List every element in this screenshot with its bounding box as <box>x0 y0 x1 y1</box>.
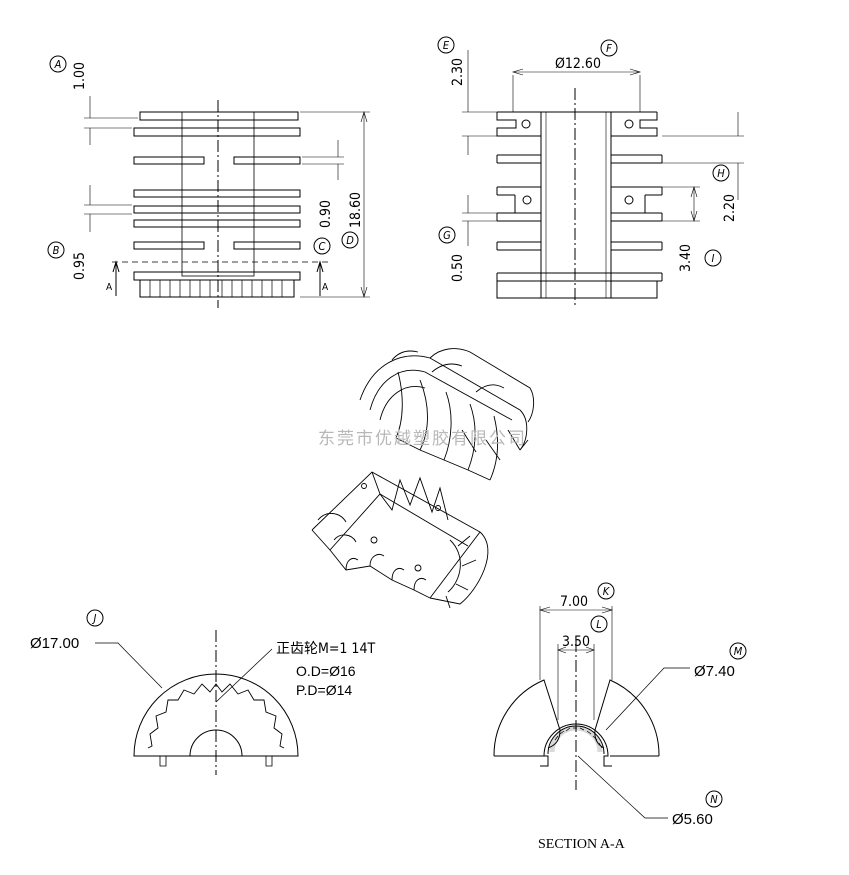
dim-g-value: 0.50 <box>450 254 466 282</box>
section-mark-left: A <box>106 282 113 293</box>
gear-diameter: Ø17.00 <box>30 635 79 652</box>
label-b: B <box>53 244 60 257</box>
section-a-a-view <box>493 582 747 819</box>
section-title: SECTION A-A <box>538 837 626 852</box>
gear-pd: P.D=Ø14 <box>296 682 352 698</box>
label-m: M <box>734 645 743 658</box>
dim-c-value: 0.90 <box>318 200 334 228</box>
isometric-view <box>311 348 535 609</box>
section-mark-right: A <box>322 282 329 293</box>
dim-k-value: 7.00 <box>560 594 588 610</box>
gear-od: O.D=Ø16 <box>296 663 356 679</box>
label-a: A <box>54 58 62 71</box>
view-b-elevation <box>437 36 744 308</box>
view-a-elevation <box>47 55 370 308</box>
label-l: L <box>596 618 602 631</box>
label-e: E <box>443 39 450 52</box>
dim-i-value: 3.40 <box>678 244 694 272</box>
dim-n-value: Ø5.60 <box>672 811 713 828</box>
dim-d-value: 18.60 <box>348 192 364 228</box>
label-j: J <box>92 612 97 625</box>
gear-spec: 正齿轮M=1 14T <box>276 641 375 657</box>
label-h: H <box>717 167 725 180</box>
label-i: I <box>712 252 715 265</box>
gear-view <box>86 609 299 775</box>
watermark: 东莞市优越塑胶有限公司 <box>318 429 527 449</box>
dim-l-value: 3.50 <box>562 634 590 650</box>
label-n: N <box>710 793 718 806</box>
label-f: F <box>606 42 612 55</box>
label-d: D <box>346 234 354 247</box>
dim-a-value: 1.00 <box>72 62 88 90</box>
dim-m-value: Ø7.40 <box>694 663 735 680</box>
label-g: G <box>443 229 451 242</box>
dim-h-value: 2.20 <box>722 194 738 222</box>
dim-b-value: 0.95 <box>72 252 88 280</box>
dim-e-value: 2.30 <box>450 58 466 86</box>
label-c: C <box>319 240 326 253</box>
label-k: K <box>603 585 611 598</box>
dim-f-value: Ø12.60 <box>555 56 601 72</box>
